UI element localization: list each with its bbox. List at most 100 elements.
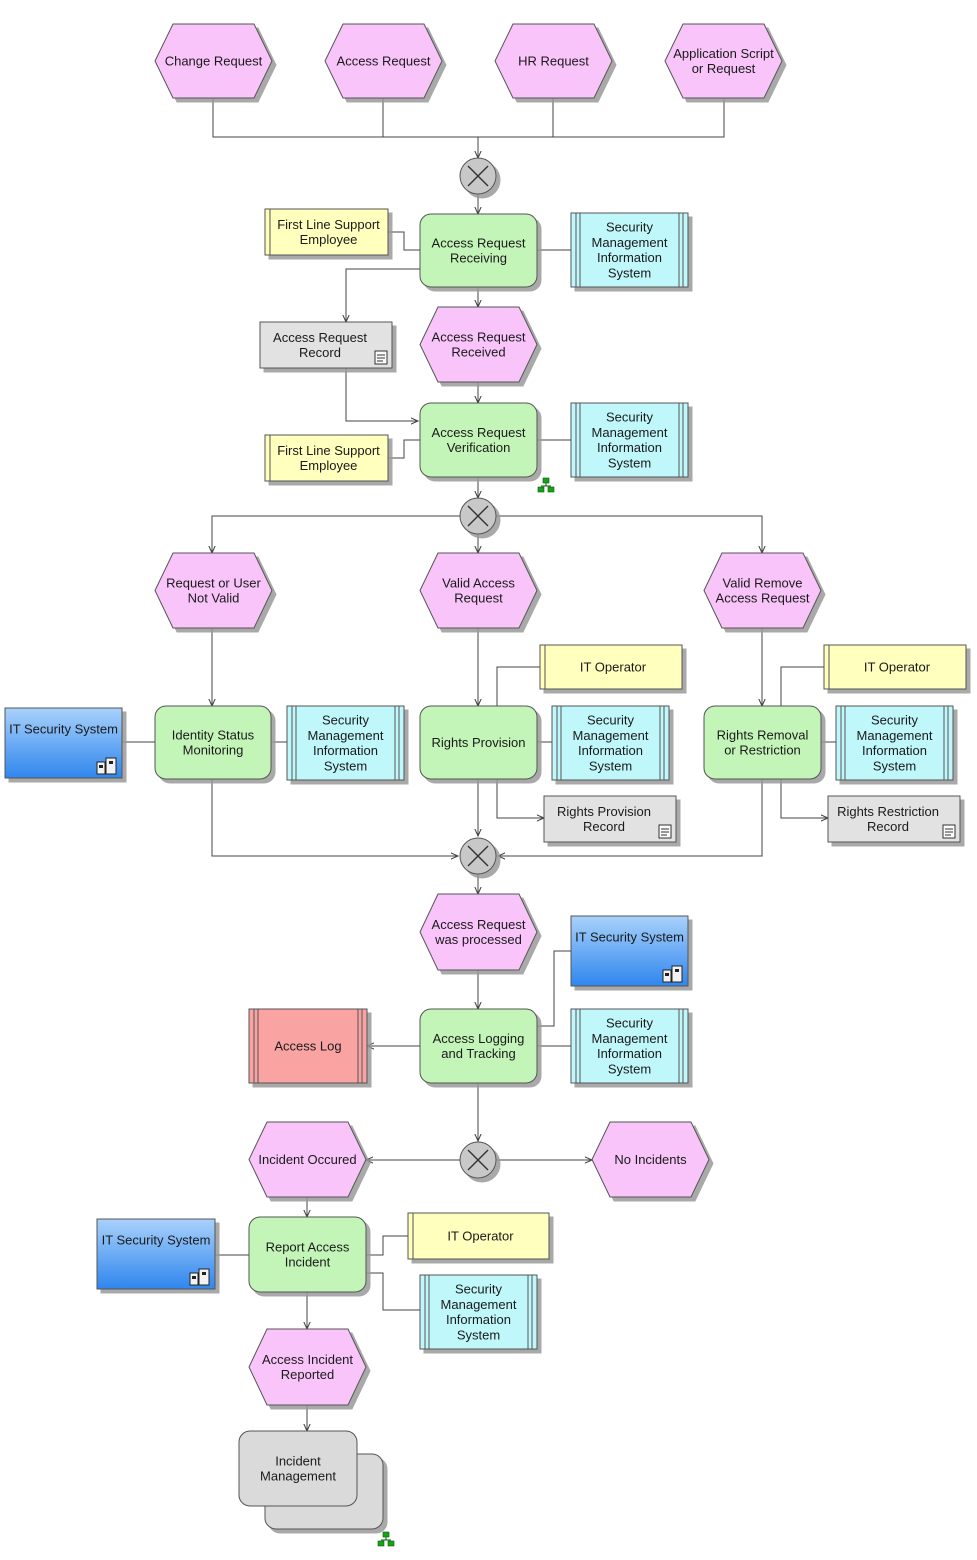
node-label: Access Request	[273, 330, 367, 345]
node-label: Reported	[281, 1367, 334, 1382]
node-label: Information	[597, 250, 662, 265]
it-sys2[interactable]: IT Security System	[570, 915, 689, 987]
node-label: Verification	[447, 440, 511, 455]
node-label: Rights Restriction	[837, 804, 939, 819]
it-system-icon	[96, 757, 117, 775]
edge-itsys2-logging	[537, 950, 571, 1027]
node-label: Security	[606, 410, 653, 425]
ev-incident[interactable]: Incident Occured	[248, 1121, 367, 1198]
ev-change[interactable]: Change Request	[154, 23, 273, 99]
edge-fls2-verification	[388, 439, 420, 459]
ev-hr[interactable]: HR Request	[494, 23, 613, 99]
node-label: Identity Status	[172, 727, 255, 742]
role-itop1[interactable]: IT Operator	[539, 644, 683, 690]
node-label: Information	[597, 1046, 662, 1061]
node-label: Rights Provision	[557, 804, 651, 819]
xor-split-verification[interactable]	[459, 497, 497, 535]
role-itop2[interactable]: IT Operator	[823, 644, 967, 690]
node-label: First Line Support	[277, 217, 380, 232]
xor-merge-processing[interactable]	[459, 837, 497, 875]
node-label: Management	[308, 728, 384, 743]
node-label: Management	[592, 425, 668, 440]
edge-receiving-record	[346, 268, 420, 322]
node-label: Security	[587, 713, 634, 728]
node-label: Information	[313, 743, 378, 758]
node-label: Information	[597, 440, 662, 455]
fn-provision[interactable]: Rights Provision	[419, 705, 538, 780]
node-label: System	[873, 758, 916, 773]
node-label: Security	[871, 713, 918, 728]
edge-itop1-provision	[496, 666, 540, 706]
edge-identity-xor3	[211, 779, 458, 856]
edge-removal-xor3	[498, 779, 763, 856]
node-label: System	[608, 455, 651, 470]
edges	[122, 98, 836, 1431]
node-label: Report Access	[266, 1239, 350, 1254]
node-label: No Incidents	[614, 1152, 687, 1167]
node-label: Access Request	[432, 235, 526, 250]
node-label: Access Request	[432, 329, 526, 344]
node-label: Access Logging	[433, 1031, 525, 1046]
it-sys1[interactable]: IT Security System	[4, 707, 123, 779]
role-itop3[interactable]: IT Operator	[407, 1212, 550, 1260]
node-label: IT Operator	[580, 660, 647, 675]
it-sys3[interactable]: IT Security System	[96, 1218, 216, 1290]
node-label: IT Security System	[9, 722, 118, 737]
log-access[interactable]: Access Log	[248, 1008, 368, 1084]
xor-merge-requests[interactable]	[459, 157, 497, 195]
node-label: IT Security System	[575, 930, 684, 945]
node-label: System	[457, 1327, 500, 1342]
node-label: Record	[867, 819, 909, 834]
it-system-icon	[662, 965, 683, 983]
document-icon	[658, 824, 672, 839]
node-label: Management	[260, 1469, 336, 1484]
node-label: Access Request	[432, 425, 526, 440]
node-label: Access Log	[274, 1039, 341, 1054]
node-label: Management	[592, 235, 668, 250]
node-label: Information	[578, 743, 643, 758]
node-label: Security	[322, 713, 369, 728]
subprocess-hierarchy-icon[interactable]	[537, 477, 555, 493]
ev-access[interactable]: Access Request	[324, 23, 443, 99]
edge-fls1-receiving	[388, 231, 420, 251]
node-label: Record	[299, 345, 341, 360]
xor-split-incident[interactable]	[459, 1141, 497, 1179]
node-label: Information	[446, 1312, 511, 1327]
node-label: Security	[606, 1016, 653, 1031]
document-icon	[942, 824, 956, 839]
node-label: IT Operator	[864, 660, 931, 675]
ev-noinc[interactable]: No Incidents	[591, 1121, 710, 1198]
subprocess-hierarchy-icon[interactable]	[377, 1531, 395, 1547]
node-label: HR Request	[518, 54, 589, 69]
node-label: Access Request	[432, 917, 526, 932]
node-label: System	[608, 265, 651, 280]
edge-xor2-remove	[496, 515, 762, 553]
